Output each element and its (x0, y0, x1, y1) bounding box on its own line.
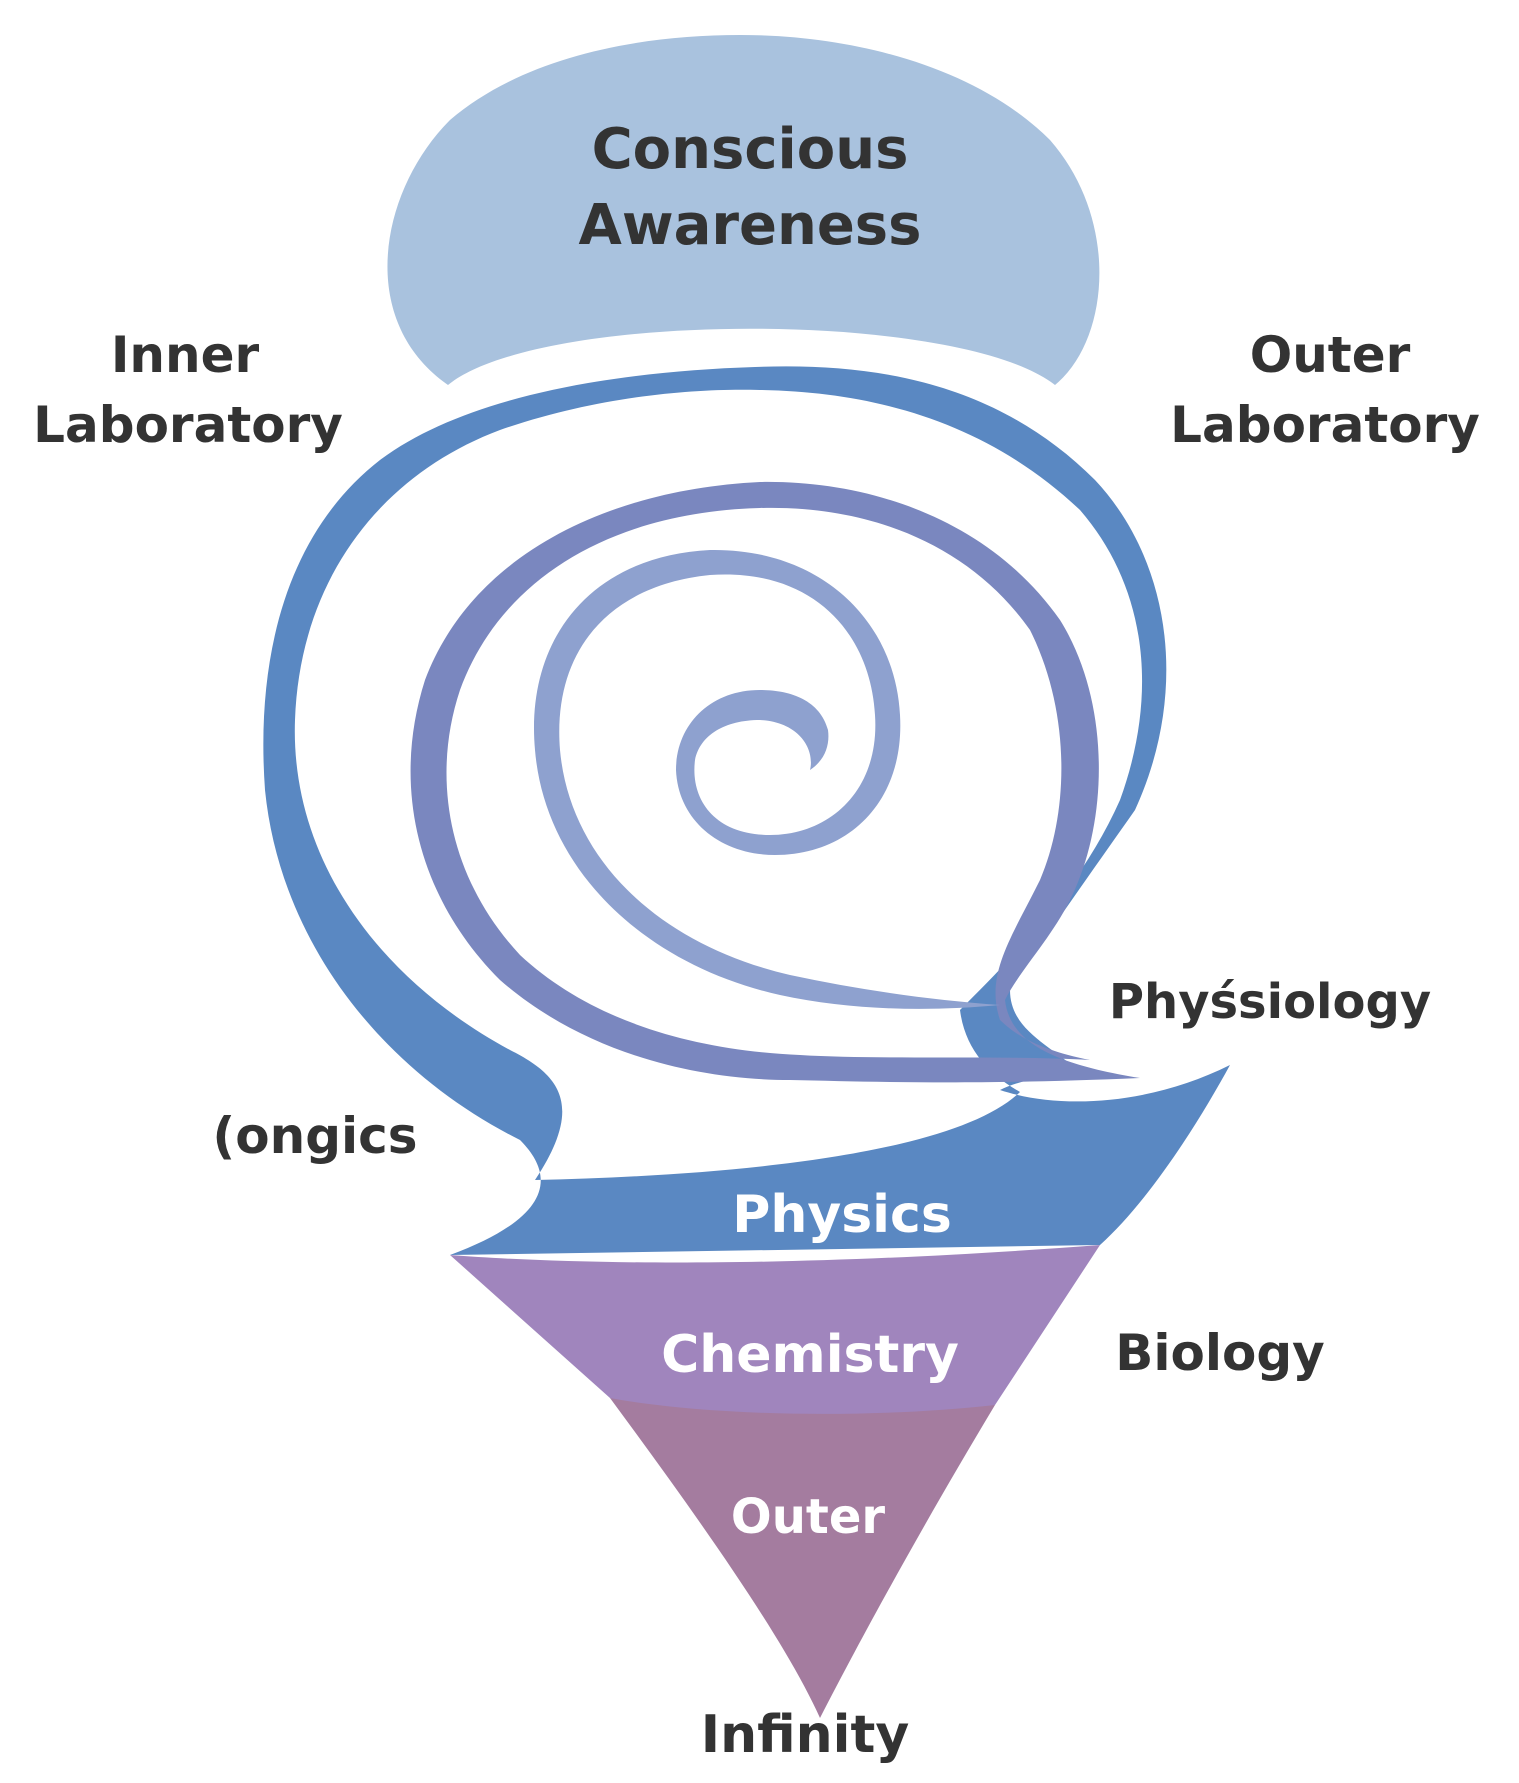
biology-label: Biology (1115, 1324, 1324, 1382)
awareness-label: Awareness (579, 193, 922, 258)
infinity-label: Infinity (701, 1705, 910, 1765)
physiology-label: Phyśsiology (1109, 974, 1431, 1030)
logics-label: (ongics (212, 1107, 417, 1165)
inner-label: Inner (111, 326, 260, 384)
outer-band (610, 1398, 995, 1718)
conscious-awareness-cap (387, 35, 1100, 385)
outer-laboratory-label: Laboratory (1170, 396, 1480, 454)
inner-laboratory-label: Laboratory (33, 396, 343, 454)
inner-spiral-arm (533, 549, 1000, 1009)
physics-label: Physics (732, 1185, 952, 1245)
outer-label: Outer (1250, 326, 1411, 384)
outer-tip-label: Outer (731, 1489, 885, 1545)
chemistry-band (450, 1245, 1100, 1414)
outer-spiral-arm (263, 366, 1230, 1255)
conscious-label: Conscious (592, 117, 909, 182)
chemistry-label: Chemistry (661, 1325, 959, 1385)
